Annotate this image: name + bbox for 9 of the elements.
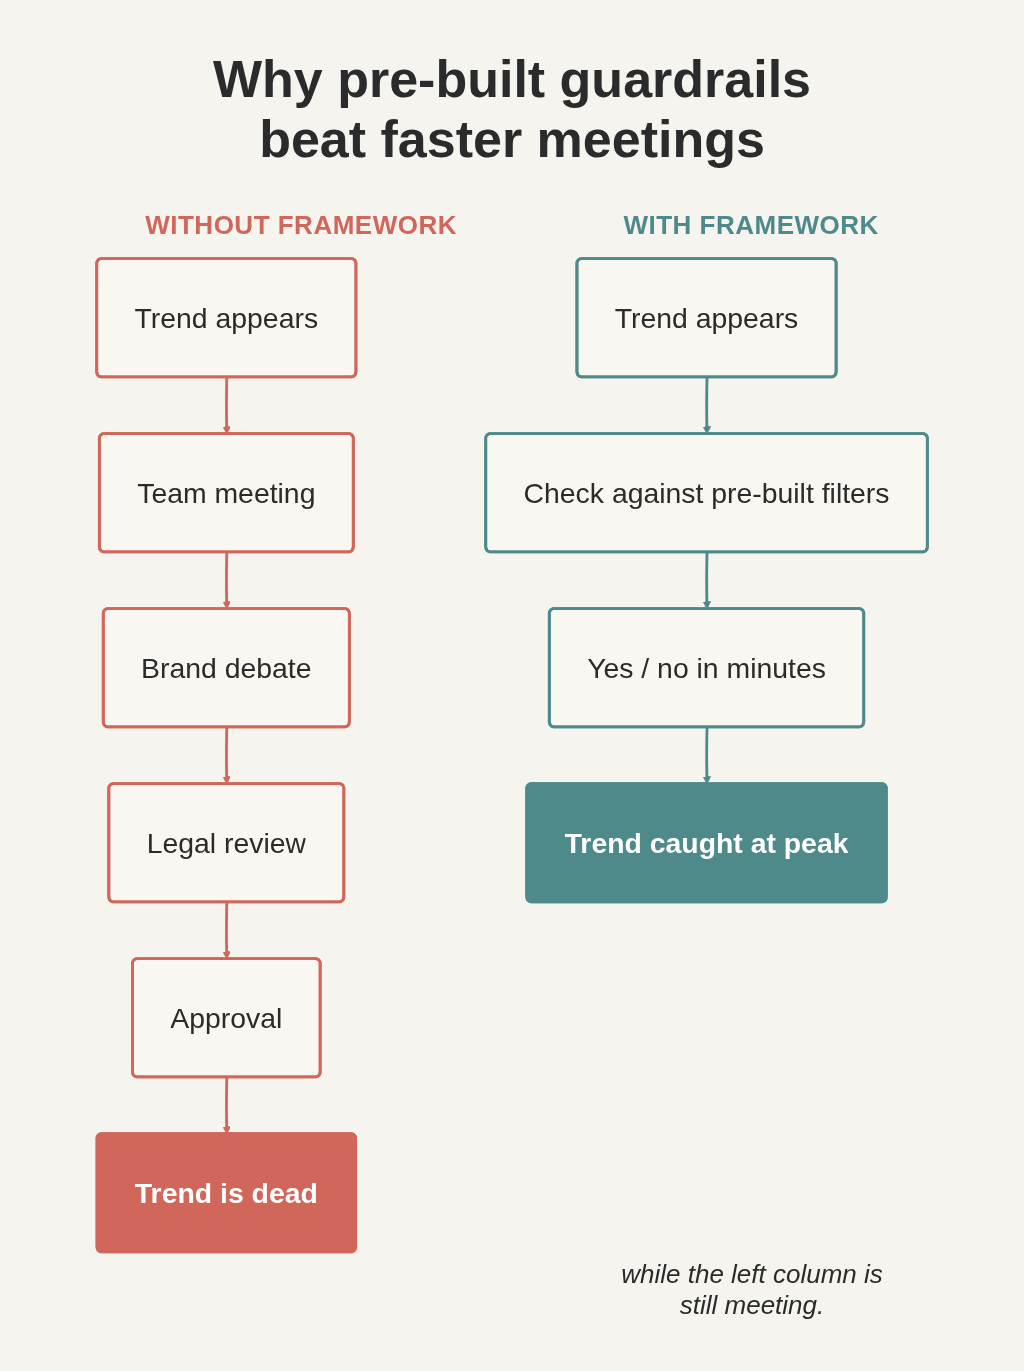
arrow <box>222 376 231 434</box>
note-text: while the left column is still meeting. <box>620 1259 884 1321</box>
arrow <box>222 551 231 609</box>
title: Why pre-built guardrails beat faster meetings <box>211 50 813 170</box>
column-heading: WITH FRAMEWORK <box>623 209 879 241</box>
arrow <box>702 376 711 434</box>
column-heading: WITHOUT FRAMEWORK <box>145 209 457 241</box>
flowchart-diagram: Trend appears Team meeting Brand debate Legal review Approval Trend is dead Trend appears Check against pre-built filters Yes / no in minutes Trend caught at peak <box>64 250 960 1259</box>
arrow <box>702 551 711 609</box>
